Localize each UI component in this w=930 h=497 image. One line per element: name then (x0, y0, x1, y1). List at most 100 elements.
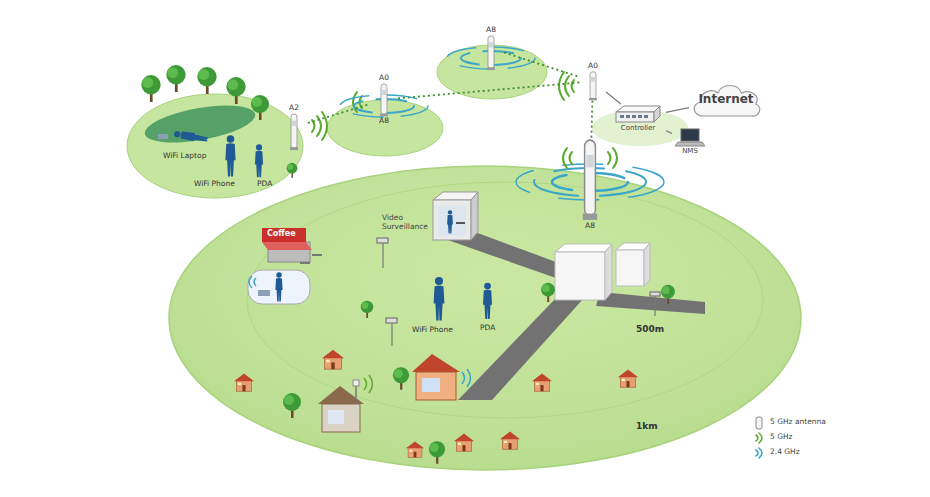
illustration-path (249, 276, 256, 288)
pole-icon (588, 71, 598, 101)
illustration-rect (322, 404, 360, 432)
illustration-rect (488, 36, 494, 68)
illustration-polygon (412, 354, 460, 372)
illustration-path (756, 448, 762, 458)
node-label: NMS (682, 147, 698, 155)
illustration-rect (248, 270, 310, 304)
wireless-link (308, 104, 370, 123)
illustration-rect (328, 410, 344, 424)
legend-row: 5 GHz antenna (752, 415, 826, 430)
pole-icon (486, 35, 496, 71)
illustration-polygon (262, 242, 312, 250)
illustration-polygon (675, 142, 705, 146)
illustration-use (361, 301, 373, 318)
illustration-use (275, 272, 282, 301)
internet-cloud: Internet (689, 80, 763, 120)
illustration-rect (312, 254, 322, 256)
legend-text: 2.4 GHz (770, 448, 800, 457)
illustration-rect (638, 115, 642, 118)
node-label: Controller (621, 124, 655, 132)
illustration-line (355, 384, 357, 404)
illustration-ellipse (127, 94, 303, 198)
illustration-rect (681, 129, 699, 141)
illustration-rect (258, 290, 270, 296)
illustration-polygon (654, 106, 660, 122)
node-label: A8 (379, 117, 389, 126)
pole-icon (379, 83, 389, 117)
illustration-polygon (471, 192, 478, 240)
cable-link (666, 108, 689, 113)
illustration-rect (422, 378, 440, 392)
illustration-rect (353, 380, 359, 386)
coffee-shop (248, 228, 322, 304)
radio-waves (312, 47, 664, 200)
illustration-rect (632, 115, 636, 118)
illustration-line (382, 242, 383, 268)
illustration-use (197, 67, 216, 94)
illustration-polygon (458, 298, 584, 400)
illustration-rect (589, 98, 597, 100)
node-label: A2 (289, 104, 299, 113)
illustration-use (251, 95, 269, 120)
illustration-rect (262, 228, 306, 242)
illustration-use (447, 210, 453, 233)
distance-label: 500m (636, 324, 664, 334)
illustration-use (322, 350, 344, 369)
relay-islands (327, 45, 688, 156)
wireless-link (398, 82, 580, 98)
illustration-polygon (555, 244, 612, 252)
shop-sign: Coffee (267, 229, 296, 238)
illustration-polygon (433, 192, 478, 200)
legend-row: 2.4 GHz (752, 445, 826, 460)
legend-text: 5 GHz (770, 433, 793, 442)
illustration-rect (377, 238, 388, 243)
cable-link (666, 131, 672, 134)
park-island (127, 65, 303, 198)
illustration-rect (487, 67, 495, 70)
access-point: A2 (280, 104, 308, 151)
legend: 5 GHz antenna 5 GHz 2.4 GHz (752, 415, 826, 460)
pole-icon (289, 113, 299, 151)
houses (234, 350, 638, 458)
device-label: PDA (257, 180, 272, 189)
illustration-use (255, 144, 263, 177)
illustration-rect (616, 250, 644, 286)
illustration-rect (380, 113, 388, 116)
controller-device: Controller (610, 104, 666, 132)
legend-sample (752, 416, 766, 430)
illustration-polygon (318, 386, 364, 404)
illustration-rect (591, 77, 595, 82)
illustration-rect (456, 222, 465, 224)
legend-sample (752, 431, 766, 445)
ctrl-icon (614, 104, 662, 124)
illustration-use (283, 393, 301, 418)
illustration-polygon (605, 244, 612, 300)
cameras (377, 238, 660, 346)
legend-row: 5 GHz (752, 430, 826, 445)
illustration-use (541, 283, 555, 302)
illustration-rect (300, 262, 310, 264)
illustration-rect (292, 120, 296, 126)
illustration-use (234, 374, 254, 392)
illustration-path (694, 86, 760, 117)
illustration-path (559, 72, 574, 100)
illustration-use (500, 432, 520, 450)
illustration-rect (620, 115, 624, 118)
access-point: A8 (478, 26, 504, 71)
illustration-rect (626, 115, 630, 118)
illustration-path (312, 112, 327, 140)
device-label: WiFi Laptop (163, 152, 206, 161)
illustration-use (393, 367, 409, 390)
illustration-rect (381, 83, 387, 114)
illustration-rect (583, 214, 597, 220)
illustration-use (618, 370, 638, 388)
illustration-rect (438, 206, 466, 236)
illustration-line (654, 296, 655, 316)
center-people (434, 277, 492, 321)
illustration-rect (616, 112, 654, 122)
illustration-use (141, 75, 160, 102)
illustration-rect (756, 417, 762, 429)
node-label: A8 (585, 222, 595, 231)
node-label: A0 (588, 62, 598, 71)
